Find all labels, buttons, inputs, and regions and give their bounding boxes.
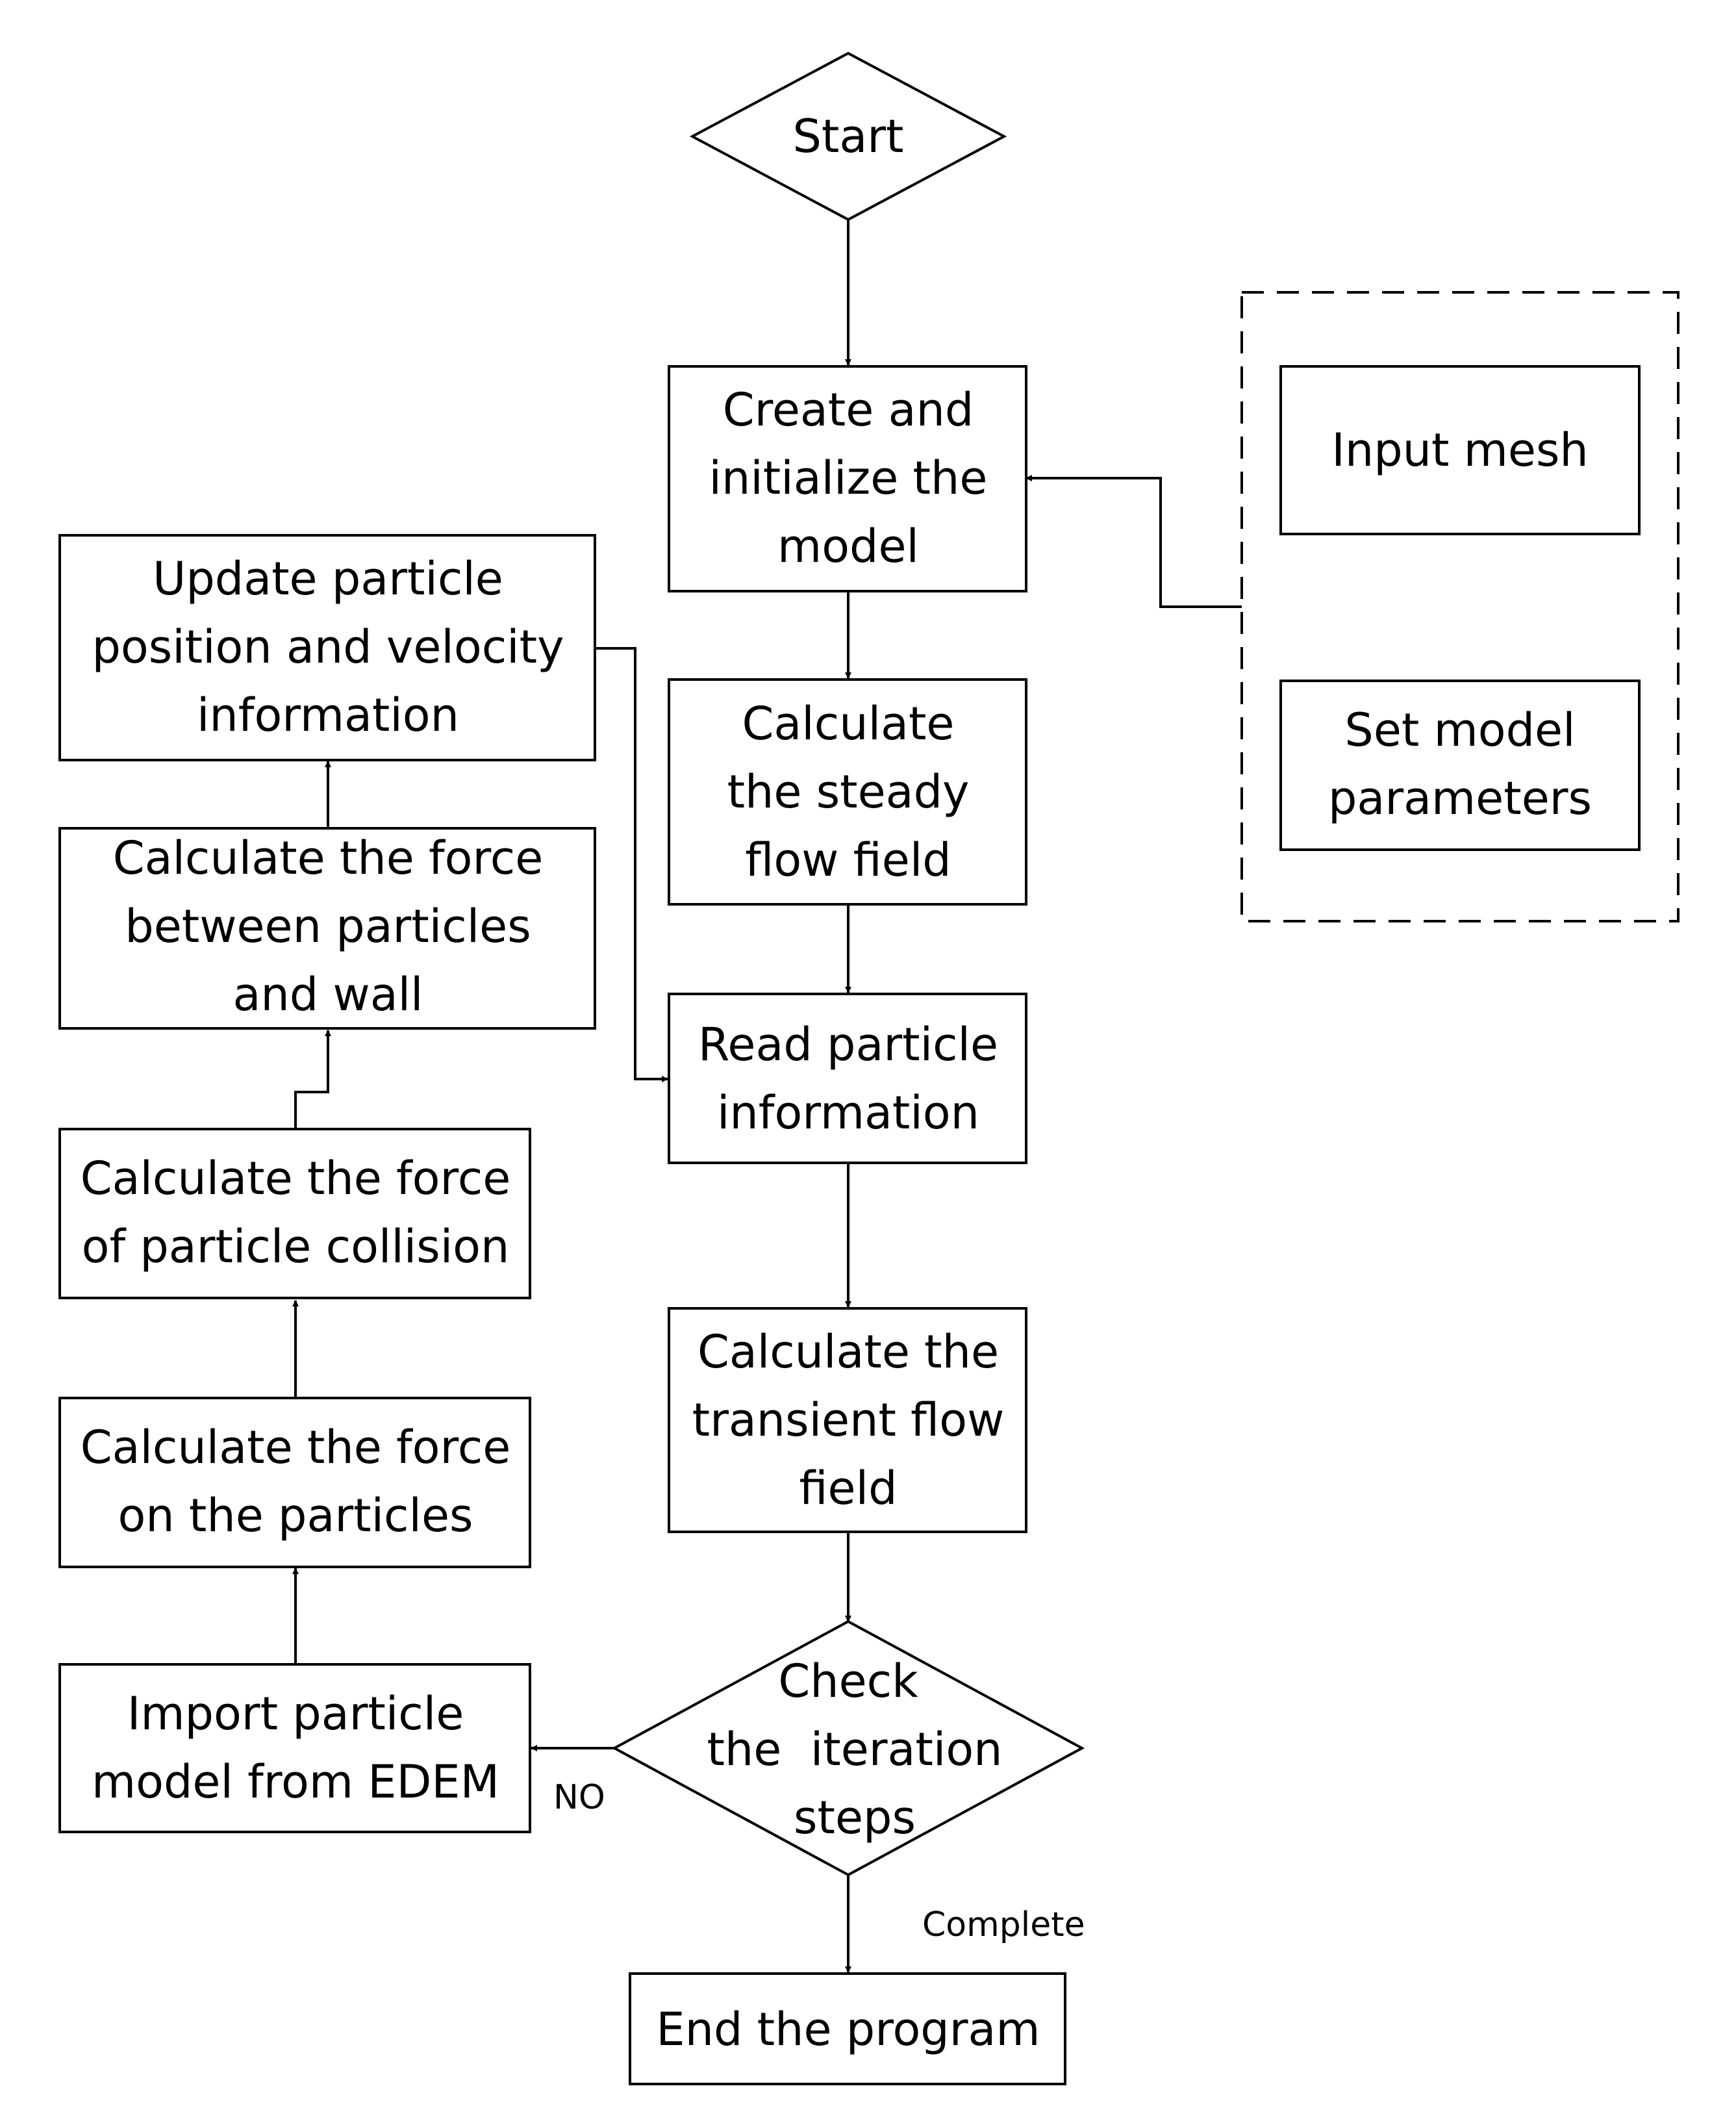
steady-flow-label-line-3: flow field bbox=[745, 833, 951, 887]
model-input-group bbox=[1240, 291, 1679, 922]
read-particle-label-line-2: information bbox=[717, 1086, 979, 1139]
force-wall-label: Calculate the force between particles an… bbox=[113, 832, 544, 1021]
transient-flow-label-line-1: Calculate the bbox=[698, 1325, 999, 1379]
connectors bbox=[292, 220, 1242, 1973]
force-on-particles-node bbox=[58, 1397, 531, 1568]
check-iteration-label-line-1: Check bbox=[778, 1655, 918, 1708]
check-iteration-label-line-3: steps bbox=[794, 1791, 916, 1844]
force-collision-label-line-1: Calculate the force bbox=[81, 1152, 511, 1205]
set-params-node bbox=[1279, 680, 1641, 851]
edge-label-complete: Complete bbox=[922, 1905, 1085, 1944]
create-init-label: Create and initialize the model bbox=[709, 383, 988, 573]
force-on-particles-label-line-1: Calculate the force bbox=[81, 1421, 511, 1474]
import-edem-label: Import particle model from EDEM bbox=[92, 1687, 499, 1809]
transient-flow-label-line-3: field bbox=[799, 1462, 897, 1515]
force-on-particles-label: Calculate the force on the particles bbox=[81, 1421, 511, 1542]
force-collision-label: Calculate the force of particle collisio… bbox=[81, 1152, 511, 1273]
force-wall-label-line-2: between particles bbox=[125, 900, 531, 953]
force-collision-node bbox=[58, 1128, 531, 1299]
read-particle-label-line-1: Read particle bbox=[698, 1018, 998, 1071]
import-edem-node bbox=[58, 1663, 531, 1833]
end-label: End the program bbox=[656, 2003, 1040, 2056]
check-iteration-label: Check the iteration steps bbox=[707, 1655, 1002, 1844]
set-params-label-line-2: parameters bbox=[1328, 772, 1592, 825]
force-wall-node bbox=[58, 827, 596, 1030]
update-pos-label-line-1: Update particle bbox=[153, 552, 503, 605]
update-pos-node bbox=[58, 534, 596, 761]
force-collision-label-line-2: of particle collision bbox=[82, 1220, 510, 1273]
input-mesh-label-line-1: Input mesh bbox=[1331, 424, 1589, 477]
steady-flow-label-line-2: the steady bbox=[727, 765, 970, 819]
force-wall-label-line-3: and wall bbox=[233, 968, 423, 1021]
transient-flow-label: Calculate the transient flow field bbox=[692, 1325, 1005, 1515]
start-label-line-1: Start bbox=[792, 110, 903, 163]
force-on-particles-label-line-2: on the particles bbox=[118, 1489, 473, 1542]
steady-flow-label: Calculate the steady flow field bbox=[727, 697, 970, 887]
read-particle-node bbox=[668, 993, 1027, 1164]
transient-flow-label-line-2: transient flow bbox=[692, 1393, 1005, 1447]
read-particle-label: Read particle information bbox=[698, 1018, 998, 1139]
update-pos-label-line-3: information bbox=[197, 689, 459, 742]
check-iteration-node bbox=[611, 1620, 1085, 1877]
create-init-node bbox=[668, 365, 1027, 592]
set-params-label: Set model parameters bbox=[1328, 704, 1592, 825]
check-iteration-label-line-2: the iteration bbox=[707, 1723, 1002, 1776]
start-label: Start bbox=[792, 110, 903, 163]
edge-label-no: NO bbox=[553, 1778, 605, 1817]
set-params-label-line-1: Set model bbox=[1344, 704, 1575, 757]
input-mesh-label: Input mesh bbox=[1331, 424, 1589, 477]
start-node bbox=[689, 51, 1007, 222]
transient-flow-node bbox=[668, 1307, 1027, 1533]
create-init-label-line-1: Create and bbox=[723, 383, 974, 437]
import-edem-label-line-2: model from EDEM bbox=[92, 1755, 499, 1809]
update-pos-label-line-2: position and velocity bbox=[92, 620, 564, 674]
end-node bbox=[629, 1972, 1066, 2085]
edge-collision-to-wall bbox=[294, 1030, 331, 1129]
import-edem-label-line-1: Import particle bbox=[127, 1687, 464, 1740]
create-init-label-line-3: model bbox=[777, 520, 919, 573]
update-pos-label: Update particle position and velocity in… bbox=[92, 552, 564, 742]
input-mesh-node bbox=[1279, 365, 1641, 535]
steady-flow-node bbox=[668, 678, 1027, 906]
edge-inputs-to-create bbox=[1025, 475, 1242, 608]
create-init-label-line-2: initialize the bbox=[709, 451, 988, 505]
end-label-line-1: End the program bbox=[656, 2003, 1040, 2056]
force-wall-label-line-1: Calculate the force bbox=[113, 832, 544, 885]
steady-flow-label-line-1: Calculate bbox=[742, 697, 955, 750]
edge-update-to-read bbox=[596, 647, 668, 1082]
